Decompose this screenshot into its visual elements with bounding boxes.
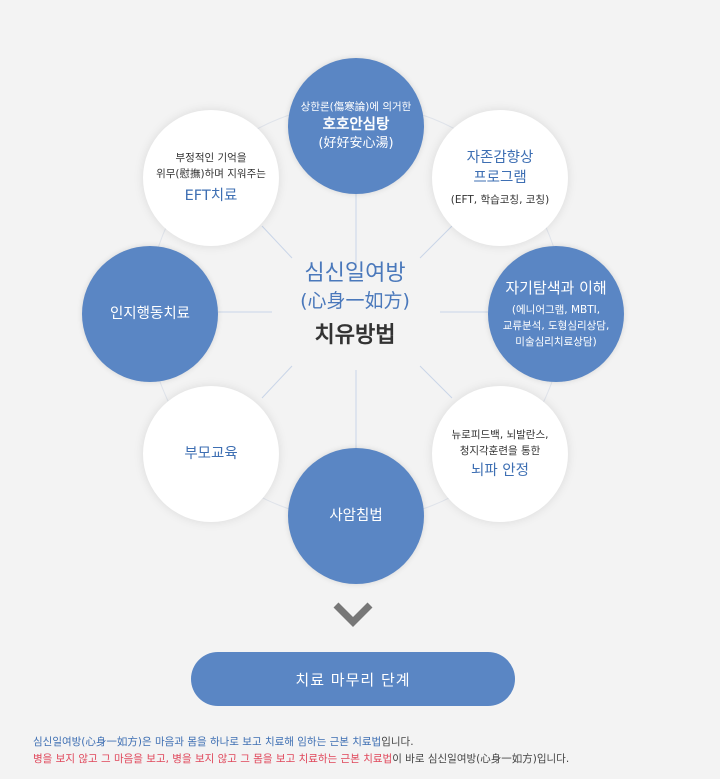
spoke-botleft <box>261 365 293 399</box>
chevron-down-icon <box>333 600 373 636</box>
node-eft-therapy: 부정적인 기억을 위무(慰撫)하며 지워주는 EFT치료 <box>143 110 279 246</box>
note1-end: 입니다. <box>381 736 414 748</box>
node-botright-caption2: 청지각훈련을 통한 <box>459 445 541 457</box>
node-right-caption1: (에니어그램, MBTI, <box>511 304 601 316</box>
node-botright-title: 뇌파 안정 <box>471 463 529 479</box>
center-line3: 치유방법 <box>314 323 396 348</box>
spoke-botright <box>419 365 453 399</box>
node-topright-caption: (EFT, 학습코칭, 코칭) <box>450 194 550 206</box>
center-line1: 심신일여방 <box>304 261 406 286</box>
center-line2: (心身一如方) <box>300 290 410 312</box>
node-bottom-title: 사암침법 <box>329 508 383 524</box>
node-hohoansimtang: 상한론(傷寒論)에 의거한 호호안심탕 (好好安心湯) <box>288 58 424 194</box>
node-right-title: 자기탐색과 이해 <box>505 279 607 297</box>
node-top-subtitle: (好好安心湯) <box>318 136 394 151</box>
node-self-esteem-program: 자존감향상 프로그램 (EFT, 학습코칭, 코칭) <box>432 110 568 246</box>
node-topright-title2: 프로그램 <box>473 170 527 186</box>
note1-term: 심신일여방(心身一如方) <box>33 736 142 748</box>
final-stage-button: 치료 마무리 단계 <box>191 652 515 706</box>
note-line-2: 병을 보지 않고 그 마음을 보고, 병을 보지 않고 그 몸을 보고 치료하는… <box>33 751 569 768</box>
node-parent-education: 부모교육 <box>143 386 279 522</box>
node-self-exploration: 자기탐색과 이해 (에니어그램, MBTI, 교류분석, 도형심리상담, 미술심… <box>488 246 624 382</box>
node-right-caption3: 미술심리치료상담) <box>515 336 597 348</box>
node-topleft-caption1: 부정적인 기억을 <box>175 152 247 164</box>
node-right-caption2: 교류분석, 도형심리상담, <box>502 320 610 332</box>
spoke-topleft <box>261 225 293 259</box>
node-topright-title1: 자존감향상 <box>466 150 534 166</box>
node-topleft-title: EFT치료 <box>184 188 238 204</box>
final-stage-label: 치료 마무리 단계 <box>295 670 411 689</box>
node-left-title: 인지행동치료 <box>109 306 191 322</box>
node-cognitive-behavioral-therapy: 인지행동치료 <box>82 246 218 382</box>
node-saam-acupuncture: 사암침법 <box>288 448 424 584</box>
node-topleft-caption2: 위무(慰撫)하며 지워주는 <box>156 168 266 180</box>
node-top-caption: 상한론(傷寒論)에 의거한 <box>300 101 412 113</box>
spoke-topright <box>419 225 453 259</box>
node-brainwave-stability: 뉴로피드백, 뇌발란스, 청지각훈련을 통한 뇌파 안정 <box>432 386 568 522</box>
note2-end: 이 바로 심신일여방(心身一如方)입니다. <box>392 753 570 765</box>
footnotes: 심신일여방(心身一如方)은 마음과 몸을 하나로 보고 치료해 임하는 근본 치… <box>33 734 569 768</box>
note2-body: 병을 보지 않고 그 마음을 보고, 병을 보지 않고 그 몸을 보고 치료하는… <box>33 753 393 765</box>
note1-body: 은 마음과 몸을 하나로 보고 치료해 임하는 근본 치료법 <box>142 736 382 748</box>
node-top-title: 호호안심탕 <box>322 117 390 133</box>
note-line-1: 심신일여방(心身一如方)은 마음과 몸을 하나로 보고 치료해 임하는 근본 치… <box>33 734 569 751</box>
node-botright-caption1: 뉴로피드백, 뇌발란스, <box>451 429 549 441</box>
center-title: 심신일여방 (心身一如方) 치유방법 <box>270 260 440 354</box>
node-botleft-title: 부모교육 <box>184 446 238 462</box>
